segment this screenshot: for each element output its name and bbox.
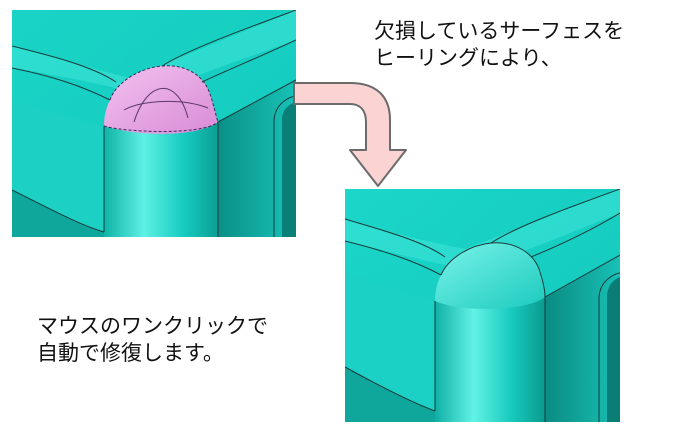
before-model-render bbox=[12, 10, 296, 237]
after-model-render bbox=[345, 189, 620, 422]
after-model-image bbox=[345, 189, 620, 422]
caption-bottom-line-1: マウスのワンクリックで bbox=[37, 314, 268, 338]
caption-missing-surface-healing: 欠損しているサーフェスを ヒーリングにより、 bbox=[374, 18, 624, 72]
caption-one-click-repair: マウスのワンクリックで 自動で修復します。 bbox=[37, 313, 268, 367]
caption-top-line-2: ヒーリングにより、 bbox=[374, 46, 562, 70]
before-model-image bbox=[12, 10, 296, 237]
caption-bottom-line-2: 自動で修復します。 bbox=[37, 341, 224, 365]
caption-top-line-1: 欠損しているサーフェスを bbox=[374, 19, 625, 43]
curved-arrow-icon bbox=[292, 82, 414, 192]
